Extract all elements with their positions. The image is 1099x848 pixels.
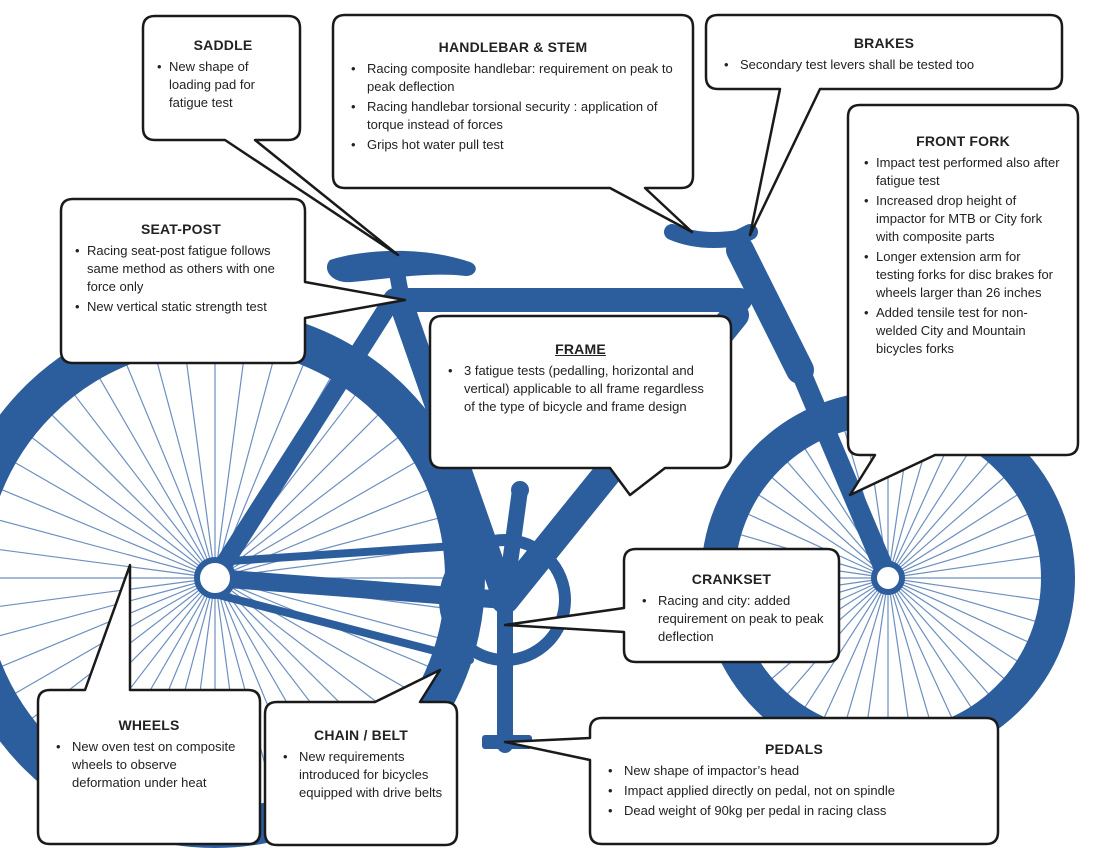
crankset-callout: CRANKSET Racing and city: added requirem… [624, 556, 839, 658]
pedal-upper [511, 481, 529, 499]
saddle-item: New shape of loading pad for fatigue tes… [157, 58, 289, 112]
front-fork-item: Impact test performed also after fatigue… [864, 154, 1062, 190]
spoke [887, 555, 1042, 579]
front-fork-item: Added tensile test for non-welded City a… [864, 304, 1062, 358]
spoke [887, 493, 1019, 579]
spoke [214, 353, 276, 579]
brakes-callout: BRAKES Secondary test levers shall be te… [706, 20, 1062, 86]
pedals-title: PEDALS [765, 741, 823, 757]
spoke [887, 577, 973, 709]
spoke [887, 577, 1006, 680]
wheels-callout: WHEELS New oven test on composite wheels… [38, 702, 260, 804]
pedals-item: Dead weight of 90kg per pedal in racing … [604, 802, 984, 820]
chain-stay [206, 569, 514, 609]
crankset-title: CRANKSET [691, 571, 772, 587]
crankset-item: Racing and city: added requirement on pe… [638, 592, 825, 646]
seat-post-item: New vertical static strength test [75, 298, 287, 316]
spoke [803, 577, 889, 709]
spoke [73, 393, 216, 579]
handlebar [664, 224, 758, 248]
brakes-title: BRAKES [853, 35, 915, 51]
spoke [757, 493, 889, 579]
wheels-item: New oven test on composite wheels to obs… [52, 738, 246, 792]
seat-post-callout: SEAT-POST Racing seat-post fatigue follo… [61, 206, 301, 328]
spoke [214, 517, 440, 579]
spoke [887, 436, 953, 579]
saddle [326, 250, 476, 283]
pedals-item: Impact applied directly on pedal, not on… [604, 782, 984, 800]
spoke [50, 413, 216, 579]
front-fork-title: FRONT FORK [916, 133, 1010, 149]
spoke [0, 577, 216, 668]
handlebar-item: Racing handlebar torsional security : ap… [347, 98, 679, 134]
handlebar-title: HANDLEBAR & STEM [438, 39, 588, 55]
spoke [887, 447, 973, 579]
spoke [13, 461, 216, 579]
seat-stay [206, 291, 401, 587]
spoke [887, 577, 911, 732]
spoke [887, 577, 990, 696]
chain [211, 541, 474, 664]
wheels-title: WHEELS [118, 717, 180, 733]
brakes-item: Secondary test levers shall be tested to… [720, 56, 1048, 74]
head-tube [726, 236, 814, 384]
front-fork-item: Longer extension arm for testing forks f… [864, 248, 1062, 302]
spoke [0, 519, 216, 579]
fork-blade [790, 360, 898, 588]
spoke [0, 577, 216, 637]
pedals-item: New shape of impactor’s head [604, 762, 984, 780]
front-hub [871, 561, 905, 595]
spoke [214, 577, 417, 695]
spoke [214, 347, 246, 579]
spoke [887, 577, 933, 727]
spoke [0, 488, 216, 579]
spoke [887, 476, 1006, 579]
saddle-title: SADDLE [193, 37, 253, 53]
spoke [887, 577, 1042, 601]
spoke [770, 476, 889, 579]
spoke [843, 577, 889, 727]
rear-hub [194, 557, 236, 599]
spoke [887, 577, 1030, 643]
spoke [887, 460, 990, 579]
chain-ring [439, 534, 571, 666]
spoke [887, 513, 1030, 579]
spoke [184, 347, 216, 579]
spoke [125, 363, 216, 579]
spoke [214, 436, 400, 579]
spoke [746, 513, 889, 579]
pedals-callout: PEDALS New shape of impactor’s head Impa… [590, 726, 998, 832]
chain-belt-callout: CHAIN / BELT New requirements introduced… [265, 712, 457, 814]
chain-belt-title: CHAIN / BELT [314, 727, 408, 743]
spoke [865, 577, 889, 732]
handlebar-item: Grips hot water pull test [347, 136, 679, 154]
spoke [0, 549, 216, 579]
spoke [823, 577, 889, 720]
front-wheel-spokes [733, 423, 1043, 733]
spoke [887, 577, 953, 720]
spoke [887, 533, 1037, 579]
spoke [30, 436, 216, 579]
saddle-callout: SADDLE New shape of loading pad for fati… [143, 22, 303, 124]
frame-callout: FRAME 3 fatigue tests (pedalling, horizo… [430, 326, 731, 428]
seat-post-item: Racing seat-post fatigue follows same me… [75, 242, 287, 296]
spoke [98, 376, 216, 579]
front-fork-callout: FRONT FORK Impact test performed also af… [850, 118, 1076, 370]
chain-belt-item: New requirements introduced for bicycles… [279, 748, 443, 802]
spoke [887, 577, 1037, 623]
spoke [154, 353, 216, 579]
spoke [0, 577, 216, 607]
front-fork-item: Increased drop height of impactor for MT… [864, 192, 1062, 246]
spoke [887, 577, 1019, 663]
frame-title: FRAME [555, 341, 606, 357]
frame-item: 3 fatigue tests (pedalling, horizontal a… [444, 362, 717, 416]
seat-post-title: SEAT-POST [140, 221, 222, 237]
handlebar-item: Racing composite handlebar: requirement … [347, 60, 679, 96]
handlebar-callout: HANDLEBAR & STEM Racing composite handle… [333, 24, 693, 166]
